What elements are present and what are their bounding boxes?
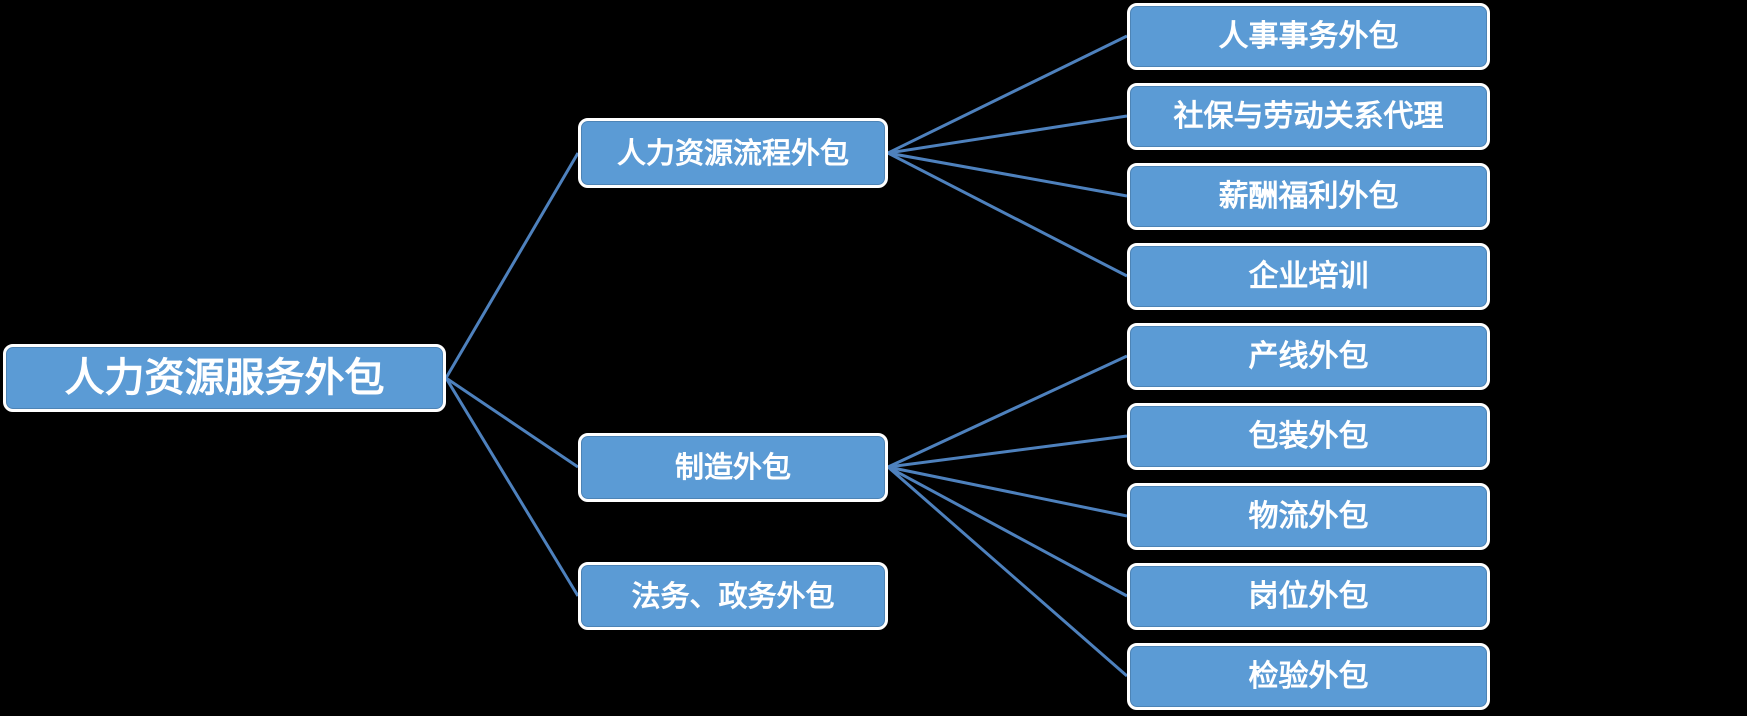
connector-root-legal-gov	[444, 377, 580, 597]
connector-hrprocess-payroll	[887, 151, 1128, 198]
node-branch-legal-gov-outsourcing: 法务、政务外包	[578, 562, 888, 630]
node-leaf-production-line-outsourcing: 产线外包	[1127, 323, 1490, 390]
node-leaf-social-insurance-labor-relations-agency: 社保与劳动关系代理	[1127, 83, 1490, 150]
node-leaf-personnel-affairs-outsourcing: 人事事务外包	[1127, 3, 1490, 70]
node-leaf-payroll-benefits-outsourcing: 薪酬福利外包	[1127, 163, 1490, 230]
node-leaf-inspection-outsourcing: 检验外包	[1127, 643, 1490, 710]
connector-manufacturing-packaging	[887, 434, 1128, 469]
connector-root-manufacturing	[445, 376, 579, 469]
connector-hrprocess-training	[887, 151, 1128, 278]
connector-manufacturing-inspection	[887, 465, 1128, 678]
node-leaf-position-outsourcing: 岗位外包	[1127, 563, 1490, 630]
connector-hrprocess-personnel	[887, 34, 1128, 155]
connector-manufacturing-logistics	[887, 465, 1128, 518]
node-leaf-corporate-training: 企业培训	[1127, 243, 1490, 310]
node-branch-hr-process-outsourcing: 人力资源流程外包	[578, 118, 888, 188]
node-root-hr-service-outsourcing: 人力资源服务外包	[3, 344, 446, 412]
connector-manufacturing-line	[887, 354, 1128, 469]
node-leaf-packaging-outsourcing: 包装外包	[1127, 403, 1490, 470]
node-branch-manufacturing-outsourcing: 制造外包	[578, 433, 888, 502]
connector-hrprocess-socialins	[887, 114, 1128, 155]
connector-root-hr-process	[444, 152, 580, 379]
node-leaf-logistics-outsourcing: 物流外包	[1127, 483, 1490, 550]
connector-manufacturing-position	[887, 465, 1128, 598]
